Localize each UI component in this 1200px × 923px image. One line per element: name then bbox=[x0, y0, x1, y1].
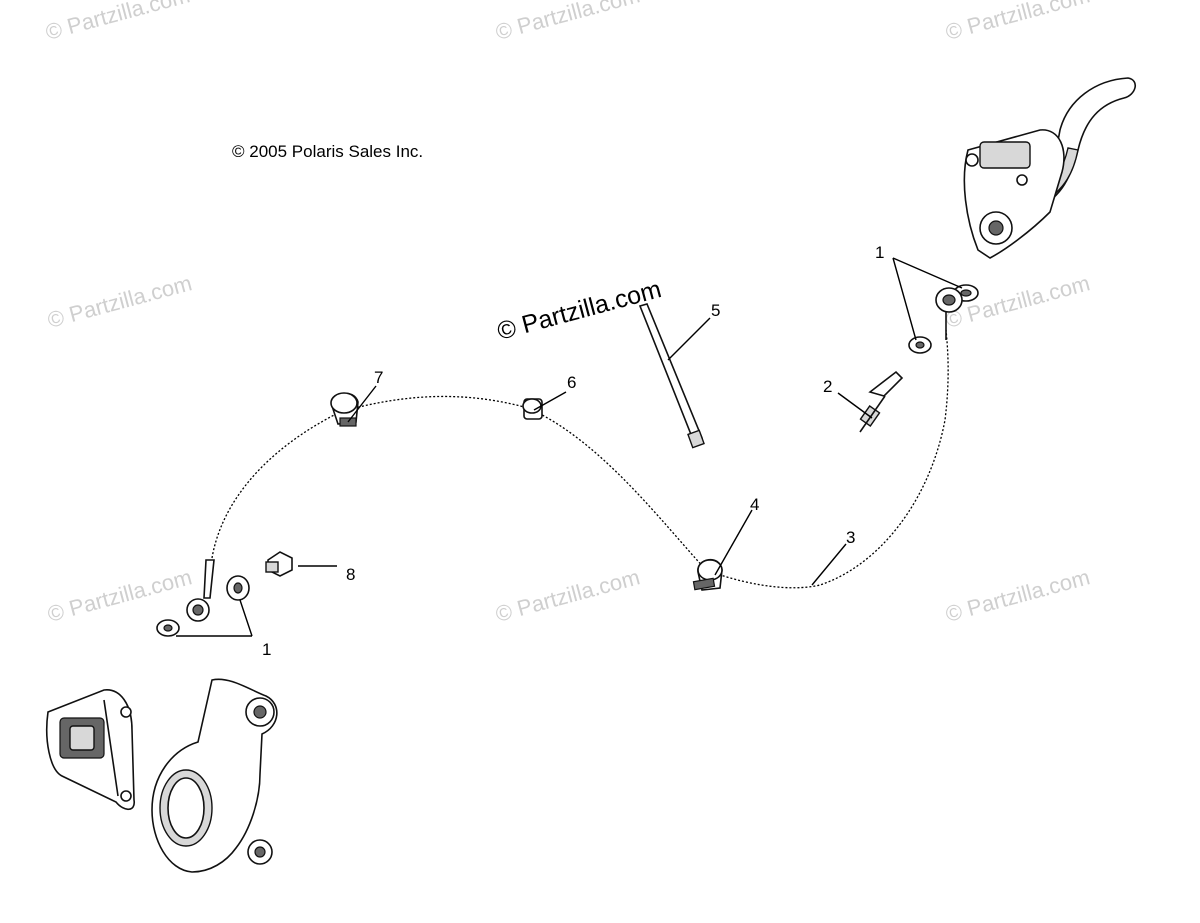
callout-1-top: 1 bbox=[875, 243, 884, 262]
copyright-text: © 2005 Polaris Sales Inc. bbox=[232, 142, 423, 161]
watermark-top-center: © Partzilla.com bbox=[493, 0, 643, 45]
watermark-center: © Partzilla.com bbox=[494, 275, 664, 346]
callout-7: 7 bbox=[374, 368, 383, 387]
watermark-low-left: © Partzilla.com bbox=[45, 564, 195, 627]
watermark-low-right: © Partzilla.com bbox=[943, 564, 1093, 627]
clamp-7 bbox=[330, 385, 377, 427]
washers-bottom bbox=[156, 559, 253, 637]
banjo-bolt bbox=[837, 370, 904, 433]
tie-strap bbox=[638, 303, 711, 449]
steering-knuckle bbox=[151, 678, 278, 873]
callout-1-bottom: 1 bbox=[262, 640, 271, 659]
brake-hose bbox=[211, 329, 949, 589]
watermark-top-left: © Partzilla.com bbox=[43, 0, 193, 45]
callout-4: 4 bbox=[750, 495, 759, 514]
washers-top bbox=[892, 257, 979, 354]
callout-3: 3 bbox=[846, 528, 855, 547]
watermark-low-center: © Partzilla.com bbox=[493, 564, 643, 627]
brake-caliper bbox=[45, 689, 135, 811]
callout-6: 6 bbox=[567, 373, 576, 392]
watermark-mid-left: © Partzilla.com bbox=[45, 270, 195, 333]
callout-8: 8 bbox=[346, 565, 355, 584]
watermark-top-right: © Partzilla.com bbox=[943, 0, 1093, 45]
callouts: 1 2 3 4 5 6 7 8 1 bbox=[262, 243, 884, 659]
master-cylinder-lever bbox=[963, 77, 1136, 259]
watermarks: © Partzilla.com © Partzilla.com © Partzi… bbox=[43, 0, 1093, 627]
leader-3 bbox=[811, 543, 847, 586]
callout-2: 2 bbox=[823, 377, 832, 396]
clamp-6 bbox=[522, 391, 567, 420]
clamp-4 bbox=[692, 509, 753, 591]
bleeder-bolt bbox=[265, 551, 337, 577]
callout-5: 5 bbox=[711, 301, 720, 320]
